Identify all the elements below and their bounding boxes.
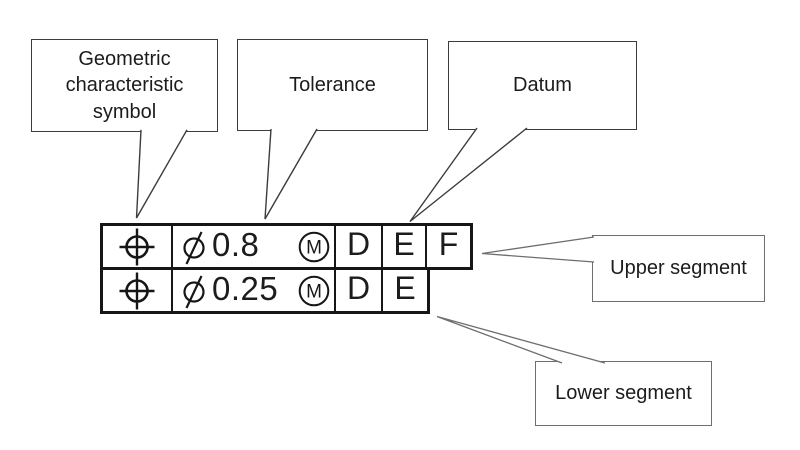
datum-letter: E — [393, 226, 415, 262]
datum-letter: E — [394, 270, 416, 306]
lower-segment-callout-tail — [436, 315, 606, 364]
datum-label: Datum — [513, 74, 572, 97]
fcf-characteristic-cell — [103, 270, 173, 311]
fcf-lower-segment-row: 0.25 M D E — [100, 267, 430, 314]
tolerance-value: 0.8 — [212, 225, 260, 263]
lower-segment-label: Lower segment — [555, 382, 692, 405]
datum-letter: F — [438, 226, 459, 262]
mmc-letter: M — [306, 281, 322, 302]
fcf-upper-segment-row: 0.8 M D E F — [100, 223, 473, 270]
diameter-symbol-icon — [183, 275, 205, 308]
datum-letter: D — [346, 226, 371, 262]
tolerance-callout-tail — [264, 128, 318, 220]
tolerance-label: Tolerance — [289, 73, 376, 96]
position-symbol-icon — [119, 272, 155, 309]
fcf-tolerance-cell: 0.8 M — [173, 226, 336, 267]
geometric-callout-tail — [135, 129, 188, 219]
tolerance-callout: Tolerance — [237, 39, 428, 131]
tolerance-value: 0.25 — [212, 269, 279, 307]
mmc-symbol-icon: M — [298, 231, 330, 262]
mmc-letter: M — [306, 237, 322, 258]
feature-control-frame: 0.8 M D E F — [100, 223, 473, 314]
geometric-characteristic-label: Geometric characteristic symbol — [65, 47, 184, 123]
datum-callout: Datum — [448, 41, 637, 130]
lower-segment-callout: Lower segment — [535, 361, 712, 426]
fcf-datum-cell-primary: D — [336, 270, 383, 311]
fcf-characteristic-cell — [103, 226, 173, 267]
datum-letter: D — [346, 270, 371, 306]
upper-segment-callout: Upper segment — [592, 235, 765, 302]
position-symbol-icon — [119, 228, 155, 265]
fcf-datum-cell-tertiary: F — [427, 226, 470, 267]
upper-segment-label: Upper segment — [610, 257, 747, 280]
geometric-characteristic-callout: Geometric characteristic symbol — [31, 39, 218, 132]
fcf-datum-cell-secondary: E — [383, 270, 427, 311]
fcf-datum-cell-secondary: E — [383, 226, 427, 267]
diameter-symbol-icon — [183, 231, 205, 264]
fcf-datum-cell-primary: D — [336, 226, 383, 267]
datum-callout-tail — [409, 127, 528, 223]
mmc-symbol-icon: M — [298, 275, 330, 306]
fcf-tolerance-cell: 0.25 M — [173, 270, 336, 311]
upper-segment-callout-tail — [481, 236, 595, 263]
